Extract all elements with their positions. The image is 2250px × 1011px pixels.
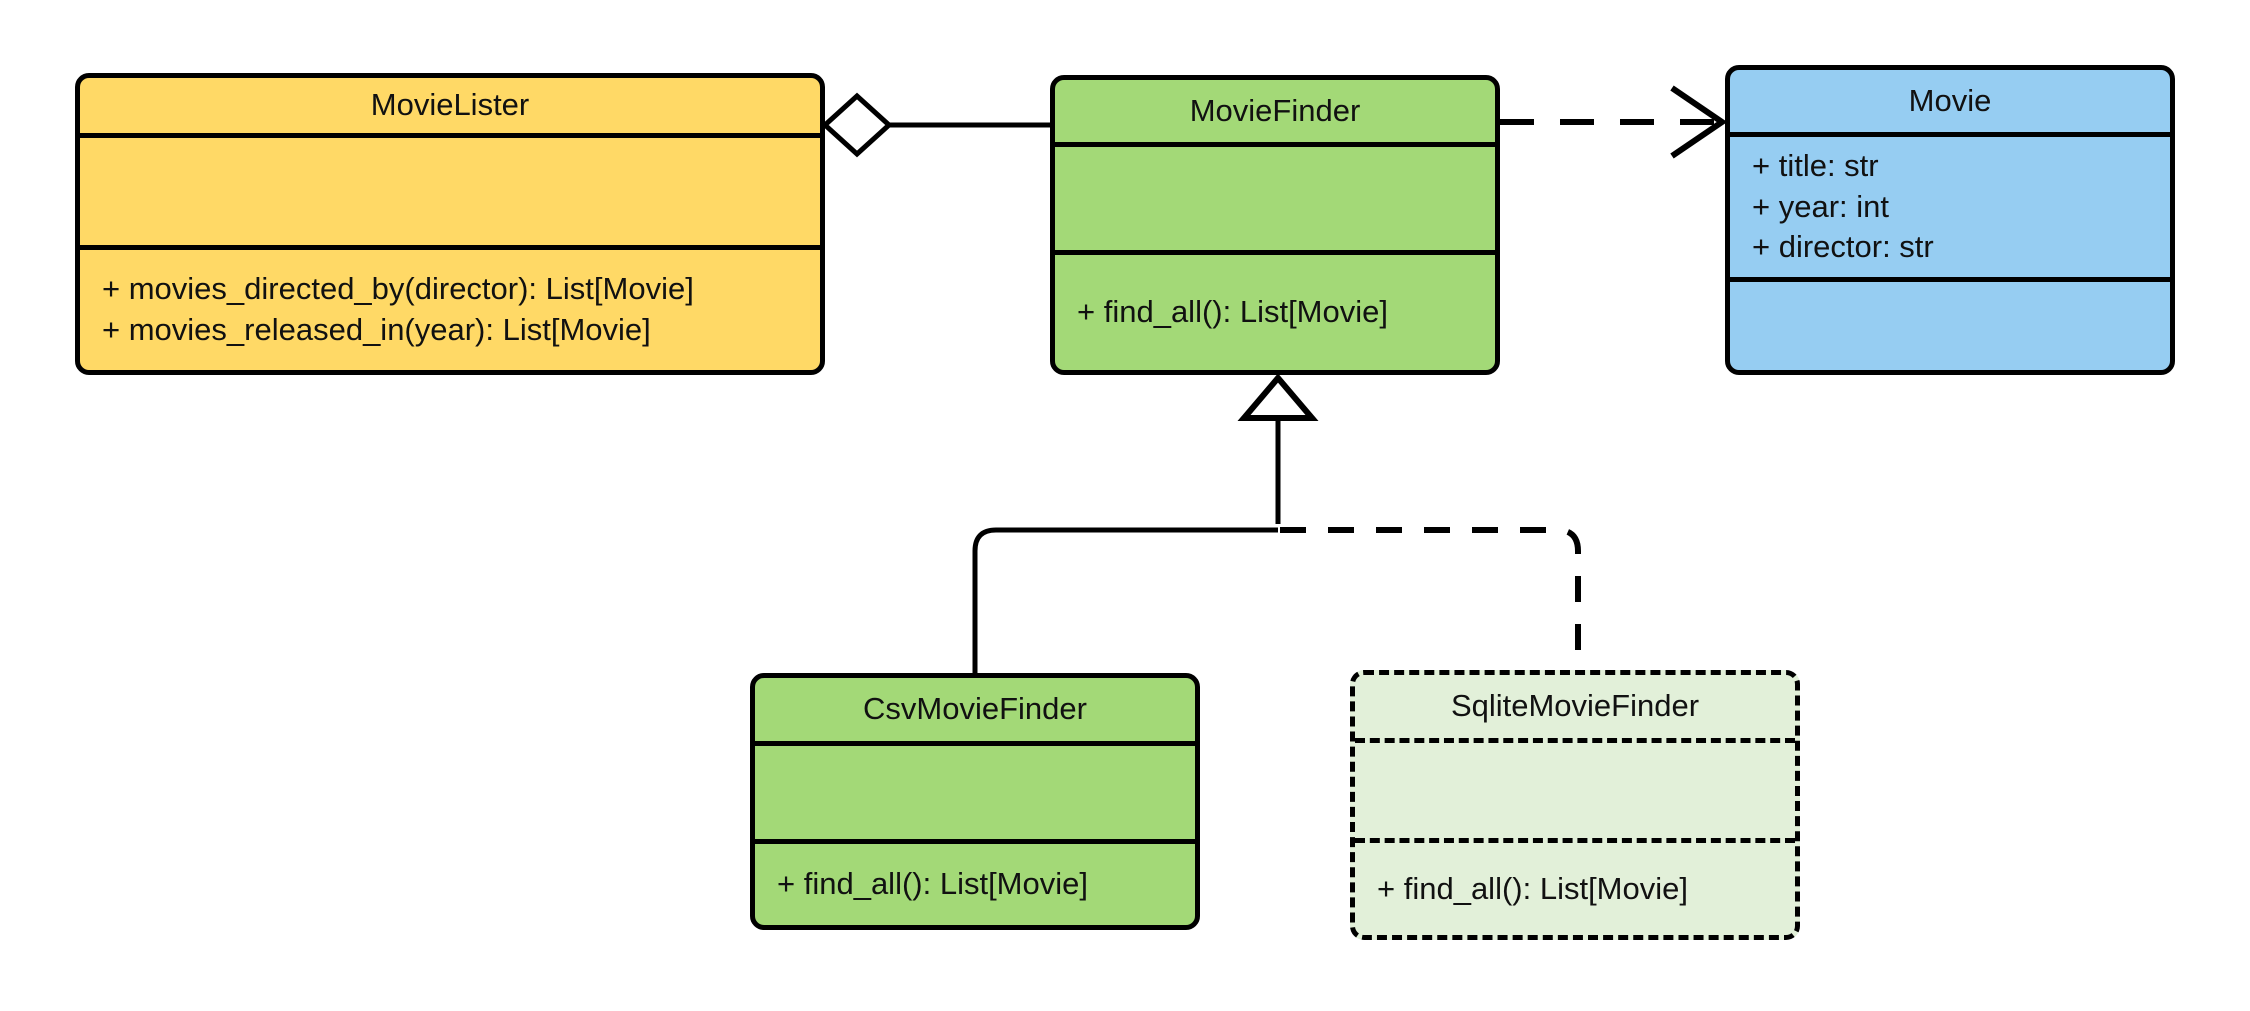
class-name-compartment: SqliteMovieFinder bbox=[1355, 675, 1795, 738]
method-item: + find_all(): List[Movie] bbox=[777, 866, 1088, 902]
class-box-movie-lister[interactable]: MovieLister + movies_directed_by(directo… bbox=[75, 73, 825, 375]
attribute-item: + title: str bbox=[1752, 147, 1879, 183]
method-item: + movies_directed_by(director): List[Mov… bbox=[102, 271, 694, 307]
class-name-label: SqliteMovieFinder bbox=[1450, 688, 1700, 724]
attributes-compartment bbox=[755, 741, 1195, 839]
method-item: + find_all(): List[Movie] bbox=[1377, 870, 1688, 906]
hollow-diamond-marker bbox=[821, 92, 893, 158]
attribute-item: + year: int bbox=[1752, 188, 1889, 224]
methods-compartment: + movies_directed_by(director): List[Mov… bbox=[80, 245, 820, 370]
class-name-label: Movie bbox=[1908, 82, 1992, 118]
attribute-item: + director: str bbox=[1752, 229, 1934, 265]
method-item: + find_all(): List[Movie] bbox=[1077, 294, 1388, 330]
edge-inheritance-sqlite-finder bbox=[1280, 527, 1581, 670]
class-name-label: MovieFinder bbox=[1189, 92, 1361, 128]
hollow-triangle-marker bbox=[1237, 373, 1319, 421]
edge-dependency-finder-movie bbox=[1500, 85, 1728, 159]
class-box-csv-movie-finder[interactable]: CsvMovieFinder + find_all(): List[Movie] bbox=[750, 673, 1200, 930]
edge-inheritance-csv-finder bbox=[972, 527, 1278, 673]
class-name-label: CsvMovieFinder bbox=[863, 691, 1087, 727]
class-name-compartment: Movie bbox=[1730, 70, 2170, 132]
class-name-compartment: MovieFinder bbox=[1055, 80, 1495, 142]
class-name-compartment: MovieLister bbox=[80, 78, 820, 133]
class-box-sqlite-movie-finder[interactable]: SqliteMovieFinder + find_all(): List[Mov… bbox=[1350, 670, 1800, 940]
class-box-movie-finder[interactable]: MovieFinder + find_all(): List[Movie] bbox=[1050, 75, 1500, 375]
class-name-label: MovieLister bbox=[370, 87, 530, 123]
edge-aggregation-lister-finder bbox=[821, 92, 1050, 158]
class-box-movie[interactable]: Movie + title: str + year: int + directo… bbox=[1725, 65, 2175, 375]
methods-compartment: + find_all(): List[Movie] bbox=[1055, 250, 1495, 370]
method-item: + movies_released_in(year): List[Movie] bbox=[102, 312, 651, 347]
attributes-compartment bbox=[80, 133, 820, 245]
open-arrow-marker bbox=[1670, 85, 1728, 159]
csv-inheritance-line bbox=[972, 527, 1278, 673]
attributes-compartment bbox=[1055, 142, 1495, 250]
attributes-compartment bbox=[1355, 738, 1795, 838]
edge-generalization-shared bbox=[1237, 373, 1319, 524]
attributes-compartment: + title: str + year: int + director: str bbox=[1730, 132, 2170, 277]
methods-compartment bbox=[1730, 277, 2170, 370]
methods-compartment: + find_all(): List[Movie] bbox=[1355, 838, 1795, 935]
methods-compartment: + find_all(): List[Movie] bbox=[755, 839, 1195, 925]
sqlite-inheritance-line bbox=[1280, 527, 1581, 670]
class-name-compartment: CsvMovieFinder bbox=[755, 678, 1195, 741]
